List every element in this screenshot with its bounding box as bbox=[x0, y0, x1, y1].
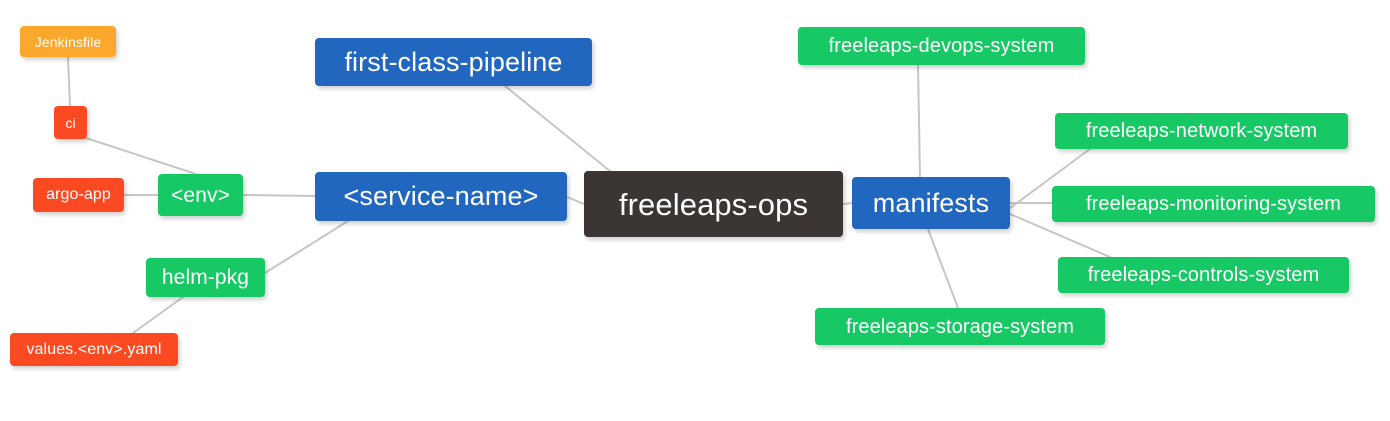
node-service[interactable]: <service-name> bbox=[315, 172, 567, 221]
node-label: freeleaps-controls-system bbox=[1087, 264, 1320, 286]
node-label: freeleaps-ops bbox=[618, 186, 809, 222]
edge-manifests-to-controls bbox=[1009, 213, 1111, 258]
node-argo[interactable]: argo-app bbox=[33, 178, 124, 212]
node-label: freeleaps-network-system bbox=[1085, 120, 1318, 142]
node-label: Jenkinsfile bbox=[34, 33, 102, 50]
edge-root-to-service bbox=[566, 196, 585, 205]
node-root[interactable]: freeleaps-ops bbox=[584, 171, 843, 237]
node-label: helm-pkg bbox=[161, 266, 250, 289]
node-label: freeleaps-monitoring-system bbox=[1085, 193, 1341, 215]
edge-root-to-manifests bbox=[842, 202, 853, 205]
edge-manifests-to-devops bbox=[917, 64, 921, 178]
node-label: first-class-pipeline bbox=[344, 46, 563, 77]
node-network[interactable]: freeleaps-network-system bbox=[1055, 113, 1348, 149]
edge-ci-to-jenkinsfile bbox=[67, 56, 71, 107]
node-label: manifests bbox=[872, 187, 990, 218]
node-label: argo-app bbox=[46, 186, 111, 203]
edge-manifests-to-storage bbox=[927, 228, 959, 309]
node-label: <env> bbox=[171, 183, 230, 207]
node-devops[interactable]: freeleaps-devops-system bbox=[798, 27, 1085, 65]
node-values[interactable]: values.<env>.yaml bbox=[10, 333, 178, 366]
node-env[interactable]: <env> bbox=[158, 174, 243, 216]
edge-helm-to-values bbox=[132, 296, 184, 334]
node-ci[interactable]: ci bbox=[54, 106, 87, 139]
edge-env-to-ci bbox=[79, 135, 197, 175]
node-storage[interactable]: freeleaps-storage-system bbox=[815, 308, 1105, 345]
edge-manifests-to-network bbox=[1009, 148, 1091, 209]
node-label: values.<env>.yaml bbox=[26, 340, 162, 358]
node-pipeline[interactable]: first-class-pipeline bbox=[315, 38, 592, 86]
node-helm[interactable]: helm-pkg bbox=[146, 258, 265, 297]
edge-service-to-env bbox=[242, 194, 316, 197]
node-label: <service-name> bbox=[343, 181, 539, 211]
node-jenkinsfile[interactable]: Jenkinsfile bbox=[20, 26, 116, 57]
node-label: freeleaps-storage-system bbox=[845, 315, 1075, 338]
node-controls[interactable]: freeleaps-controls-system bbox=[1058, 257, 1349, 293]
edge-service-to-helm bbox=[264, 220, 349, 274]
node-label: freeleaps-devops-system bbox=[828, 35, 1055, 57]
edge-root-to-pipeline bbox=[504, 85, 611, 172]
node-label: ci bbox=[65, 114, 76, 131]
node-manifests[interactable]: manifests bbox=[852, 177, 1010, 229]
node-monitoring[interactable]: freeleaps-monitoring-system bbox=[1052, 186, 1375, 222]
